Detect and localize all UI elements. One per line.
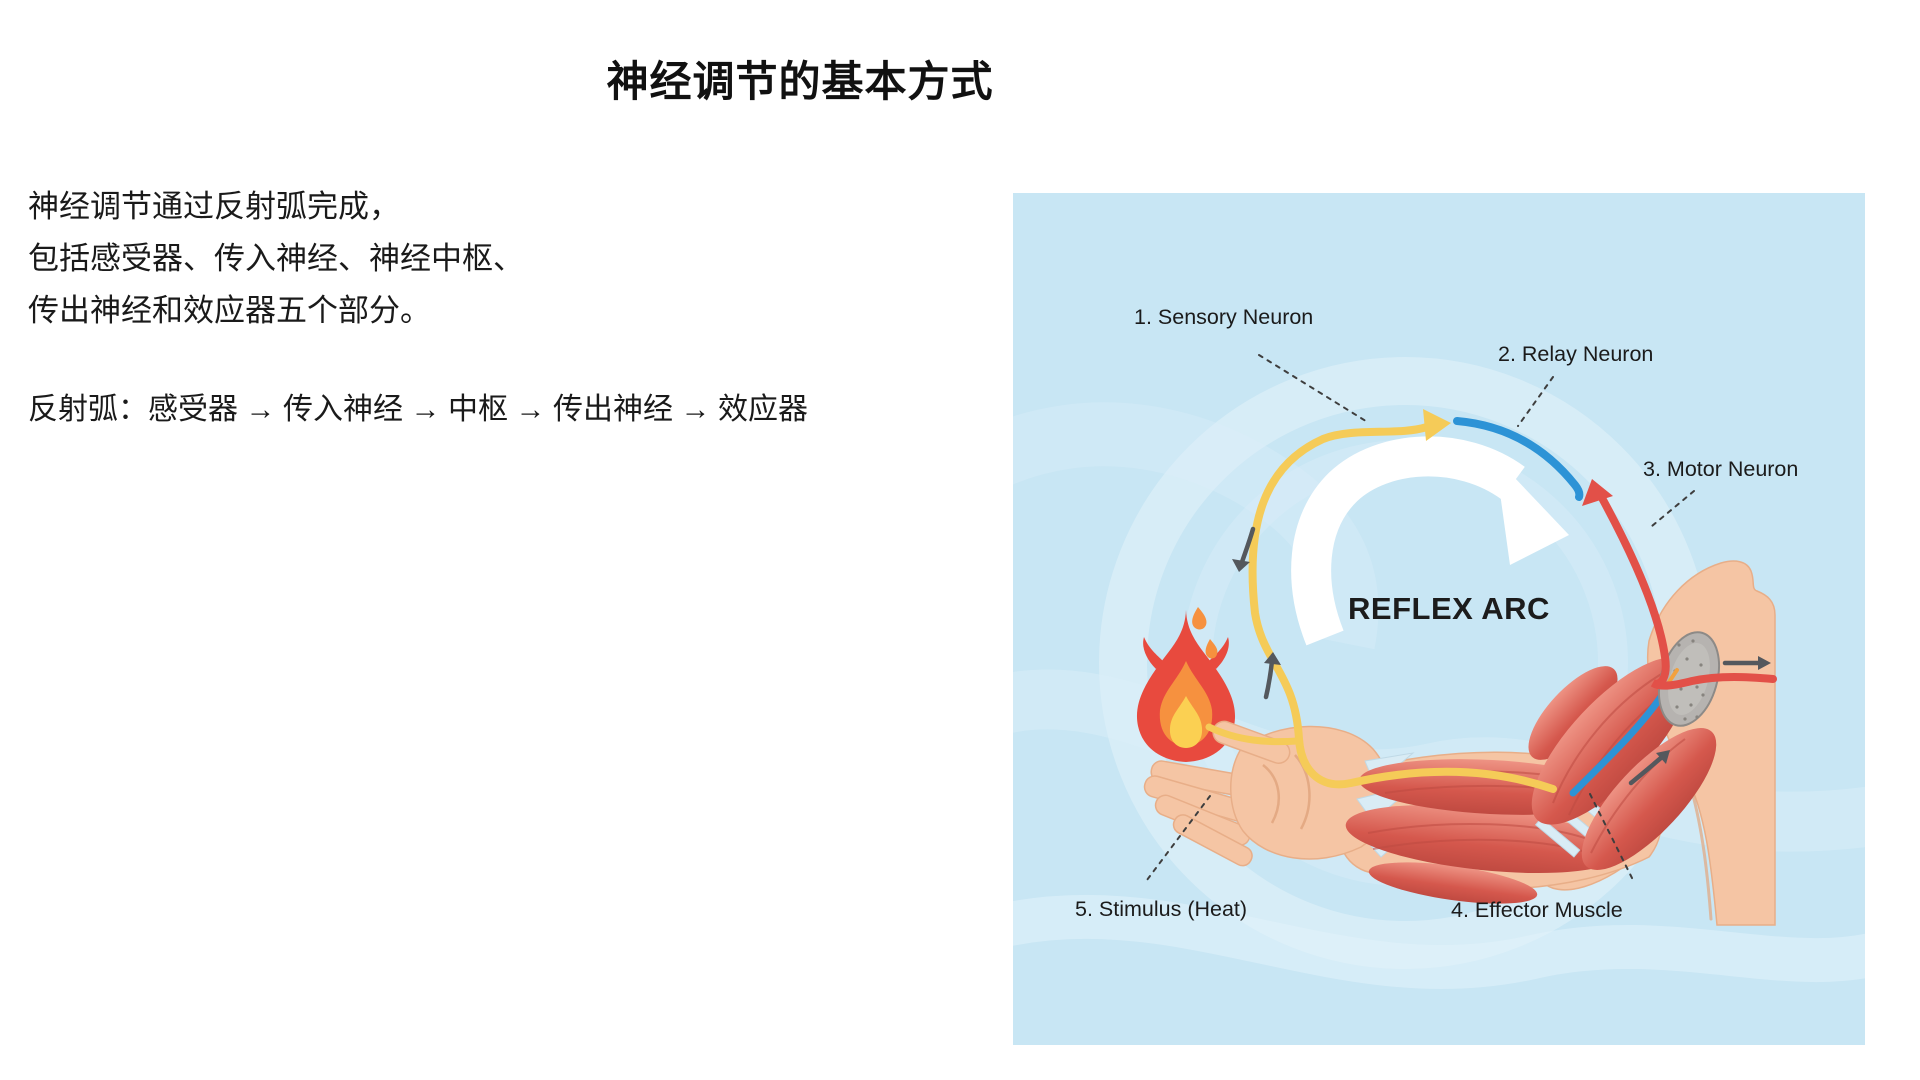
intro-line: 神经调节通过反射弧完成， — [28, 189, 400, 224]
intro-line: 传出神经和效应器五个部分。 — [28, 293, 431, 328]
leader-sensory — [1258, 354, 1370, 424]
leader-stimulus — [1143, 795, 1211, 885]
leader-effector — [1589, 793, 1635, 883]
relay-nerve-path — [1453, 417, 1584, 501]
label-sensory-neuron: 1. Sensory Neuron — [1134, 305, 1313, 329]
intro-paragraph: 神经调节通过反射弧完成， 包括感受器、传入神经、神经中枢、 传出神经和效应器五个… — [28, 181, 524, 337]
label-motor-neuron: 3. Motor Neuron — [1643, 457, 1798, 481]
bicep-muscles — [1528, 657, 1717, 870]
motor-arrowhead — [1582, 479, 1613, 506]
label-stimulus-heat: 5. Stimulus (Heat) — [1075, 897, 1247, 921]
leader-relay — [1517, 376, 1554, 427]
reflex-arc-diagram: REFLEX ARC — [1013, 193, 1865, 1045]
page-title: 神经调节的基本方式 — [606, 58, 994, 105]
sensory-nerve-path — [1248, 423, 1557, 793]
direction-arrows — [1232, 526, 1771, 786]
motor-nerve-path — [1598, 494, 1777, 690]
label-relay-neuron: 2. Relay Neuron — [1498, 342, 1653, 366]
center-label: REFLEX ARC — [1348, 591, 1550, 626]
label-effector-muscle: 4. Effector Muscle — [1451, 898, 1623, 922]
sensory-arrowhead — [1423, 409, 1451, 441]
reflex-arc-formula: 反射弧：感受器 → 传入神经 → 中枢 → 传出神经 → 效应器 — [28, 393, 808, 426]
cycle-arrow-icon — [1291, 436, 1569, 646]
sensory-nerve-branch — [1205, 723, 1301, 746]
leader-motor — [1651, 490, 1695, 527]
leader-lines — [1143, 354, 1695, 885]
intro-line: 包括感受器、传入神经、神经中枢、 — [28, 241, 524, 276]
relay-nerve-arm-path — [1569, 687, 1669, 797]
reflex-arc-illustration: REFLEX ARC — [1013, 193, 1865, 1045]
